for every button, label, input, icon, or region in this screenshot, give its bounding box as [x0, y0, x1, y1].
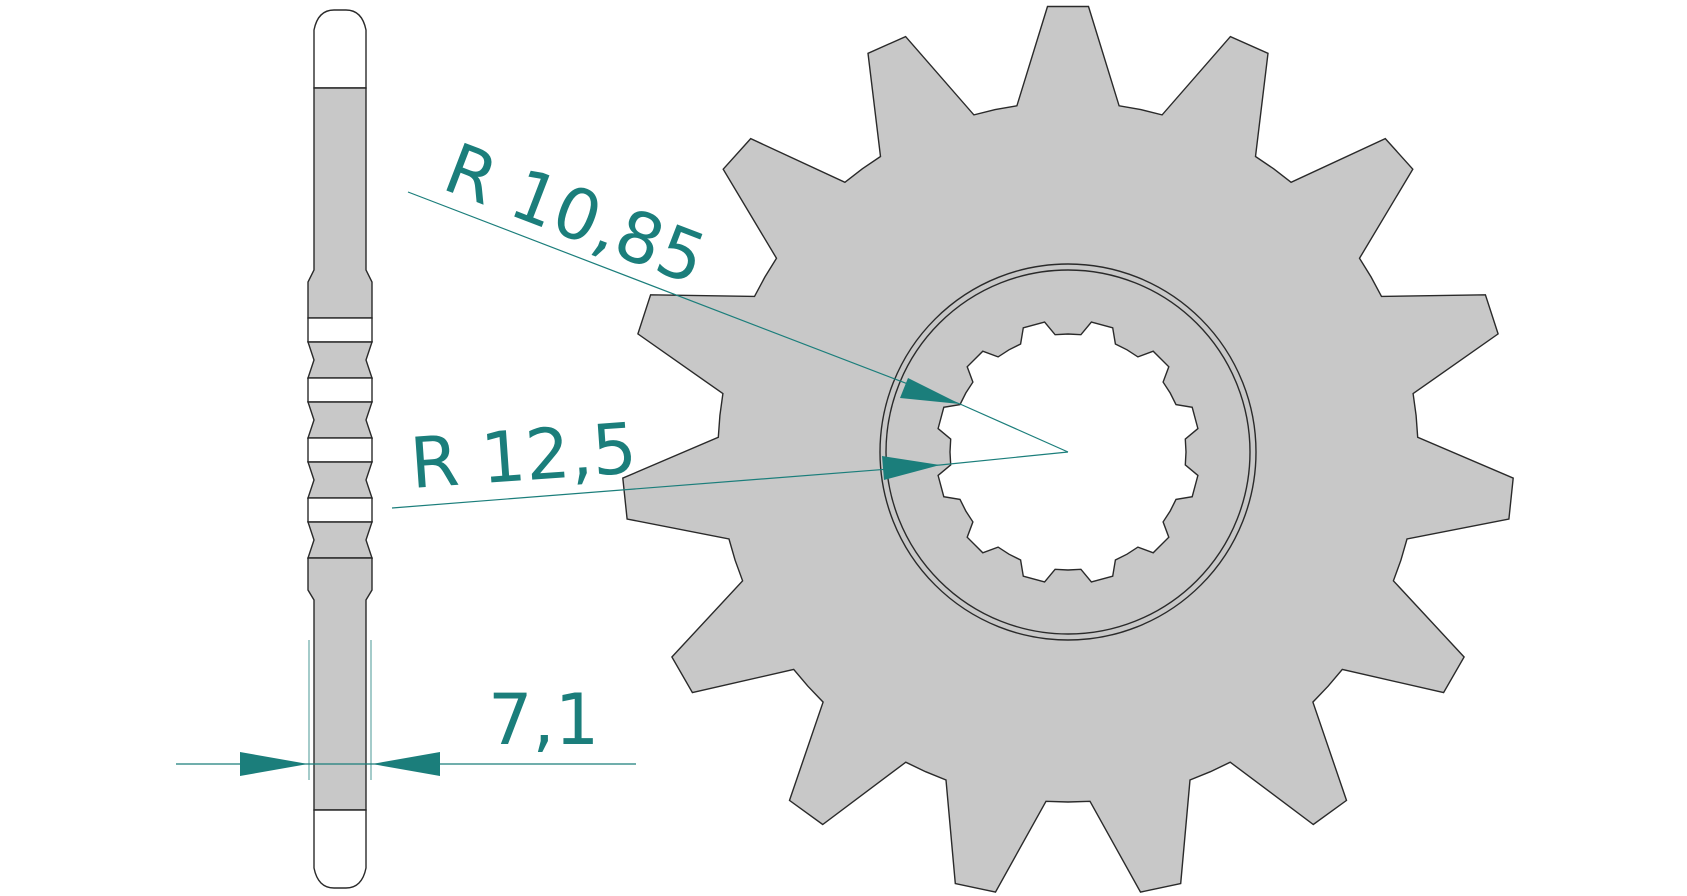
hub-ring-outer	[879, 263, 1257, 641]
dimension-radius-inner: R 12,5	[391, 407, 1069, 509]
side-view-top-tip	[313, 9, 367, 89]
hub-ring-inner	[885, 269, 1251, 635]
side-view-bottom-tip	[313, 809, 367, 889]
side-view-upper-body	[307, 87, 373, 319]
label-thickness: 7,1	[488, 679, 599, 761]
front-view	[622, 5, 1514, 893]
side-view	[307, 9, 373, 889]
side-view-lower-body	[307, 557, 373, 811]
dimension-thickness: 7,1	[176, 679, 636, 776]
label-radius-outer: R 10,85	[434, 127, 717, 301]
side-view-hub	[307, 317, 373, 559]
label-radius-inner: R 12,5	[407, 407, 639, 505]
